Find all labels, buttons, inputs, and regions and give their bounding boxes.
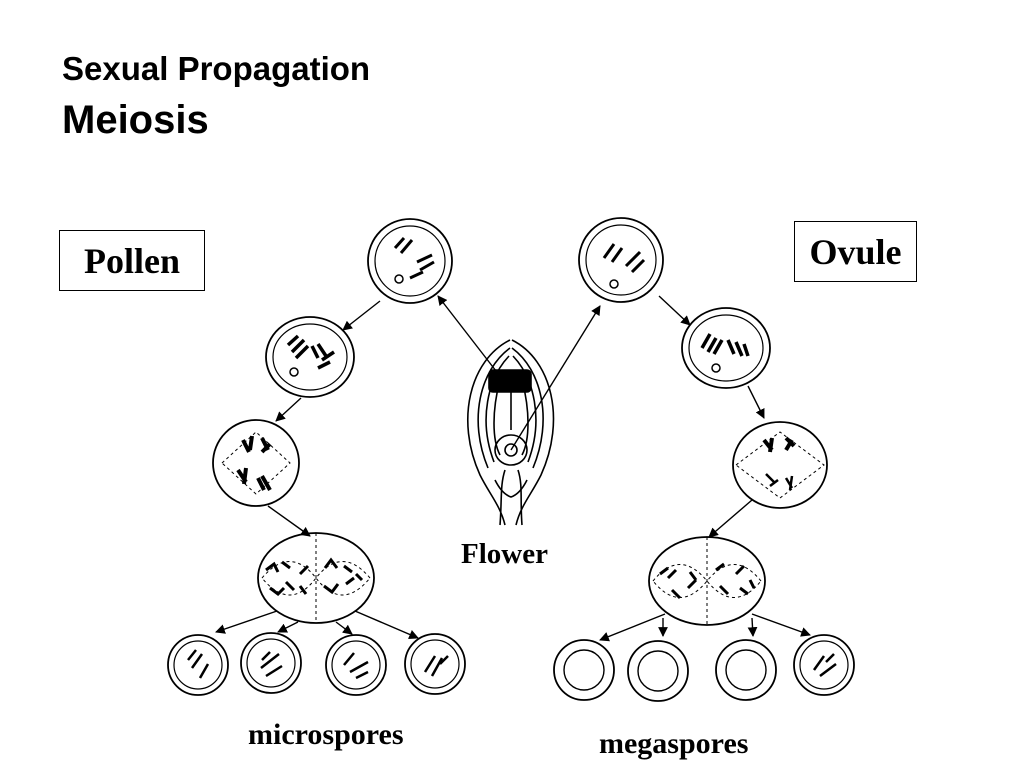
megaspores-label: megaspores bbox=[599, 727, 749, 760]
microspore-cells bbox=[167, 632, 466, 696]
pollen-prophase-cell bbox=[265, 316, 355, 398]
pollen-metaphase-cell bbox=[212, 419, 300, 507]
ovule-prophase-cell bbox=[681, 307, 771, 389]
ovule-metaphase-cell bbox=[732, 421, 828, 509]
pollen-dyad-cell bbox=[257, 532, 375, 624]
flower-label: Flower bbox=[461, 538, 548, 570]
ovule-mother-cell bbox=[578, 217, 664, 303]
flower-drawing bbox=[467, 339, 555, 526]
microspores-label: microspores bbox=[248, 718, 404, 751]
pollen-label-box: Pollen bbox=[59, 230, 205, 291]
ovule-label-box: Ovule bbox=[794, 221, 917, 282]
slide-subtitle: Meiosis bbox=[62, 98, 209, 142]
megaspore-cells bbox=[553, 634, 855, 702]
pollen-mother-cell bbox=[367, 218, 453, 304]
process-arrows bbox=[215, 295, 811, 642]
ovule-dyad-cell bbox=[648, 536, 766, 626]
slide-title: Sexual Propagation bbox=[62, 50, 371, 87]
